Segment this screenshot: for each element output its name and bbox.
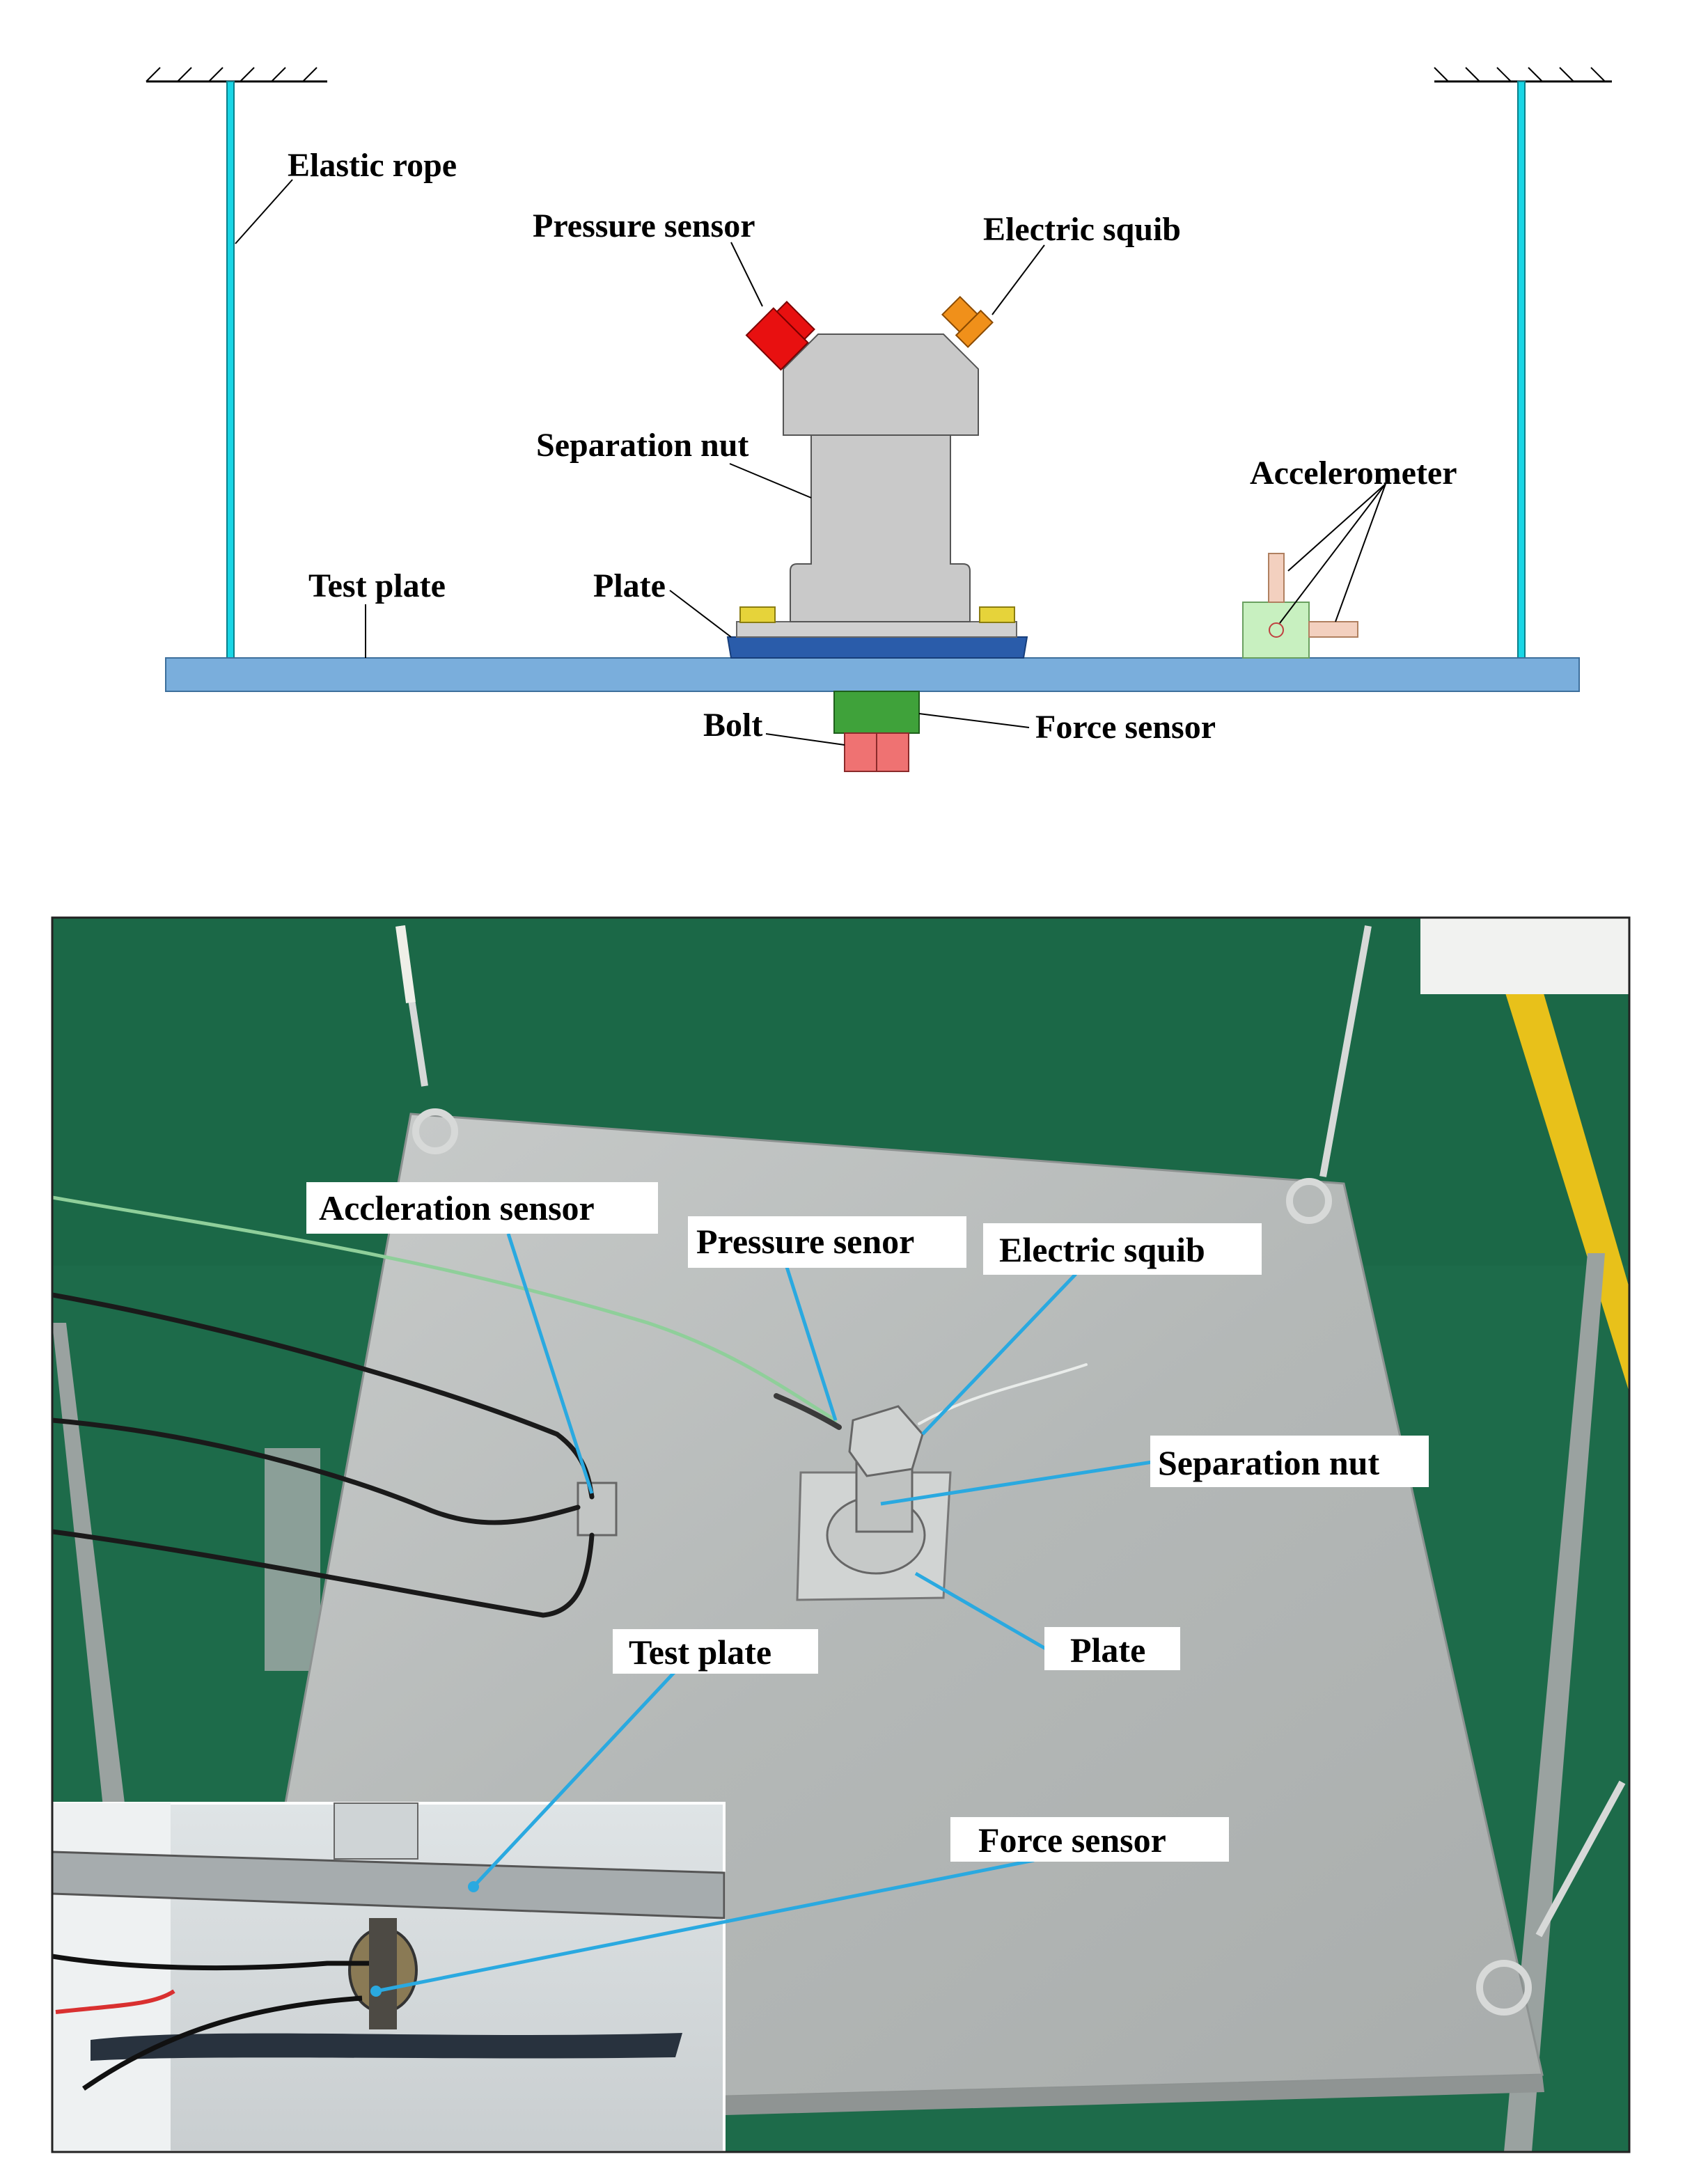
separation-nut-diagram <box>790 434 971 622</box>
label-separation-nut-diagram: Separation nut <box>536 427 749 464</box>
photo-accel-block <box>577 1482 618 1537</box>
test-photo: Accleration sensor Pressure senor Electr… <box>51 916 1631 2153</box>
photo-leader-pressure-sensor <box>785 1266 838 1421</box>
leader-plate <box>669 590 732 638</box>
photo-label-force-sensor: Force sensor <box>978 1821 1166 1860</box>
bolt-head-right <box>979 606 1015 623</box>
bolt-head-left <box>739 606 776 623</box>
elastic-rope-right <box>1517 81 1526 660</box>
pressure-sensor-diagram <box>745 301 815 371</box>
photo-label-separation-nut: Separation nut <box>1158 1443 1379 1482</box>
photo-leader-force-sensor <box>375 1858 1035 1993</box>
label-electric-squib-diagram: Electric squib <box>983 211 1181 248</box>
leader-accelerometer-2 <box>1279 483 1386 624</box>
photo-leader-electric-squib <box>921 1273 1077 1436</box>
frame-bar-right <box>1504 1253 1605 2152</box>
test-plate-diagram <box>165 657 1580 692</box>
leader-elastic-rope <box>235 179 293 244</box>
leader-force-sensor <box>918 713 1030 728</box>
label-plate-diagram: Plate <box>593 567 666 604</box>
ceiling-left <box>146 67 327 83</box>
photo-label-pressure-sensor: Pressure senor <box>696 1222 914 1261</box>
leader-bolt <box>765 733 845 746</box>
photo-leader-acceleration-sensor <box>506 1233 594 1494</box>
label-pressure-sensor-diagram: Pressure sensor <box>533 207 755 244</box>
leader-accelerometer-1 <box>1287 483 1386 572</box>
electric-squib-diagram <box>941 295 994 348</box>
photo-label-plate: Plate <box>1070 1631 1145 1670</box>
photo-label-test-plate: Test plate <box>629 1633 771 1672</box>
photo-leader-plate <box>914 1571 1049 1652</box>
photo-leader-separation-nut <box>880 1460 1153 1506</box>
photo-label-acceleration-sensor: Accleration sensor <box>319 1188 595 1227</box>
flange-diagram <box>736 621 1017 638</box>
leader-accelerometer-3 <box>1335 483 1386 622</box>
elastic-rope-left <box>226 81 235 660</box>
force-sensor-diagram <box>833 691 920 734</box>
photo-label-electric-squib: Electric squib <box>999 1230 1205 1269</box>
label-test-plate-diagram: Test plate <box>308 567 446 604</box>
photo-leader-test-plate <box>472 1666 680 1888</box>
leader-pressure-sensor <box>730 242 763 307</box>
nut-head-diagram <box>783 333 979 437</box>
leader-electric-squib <box>992 244 1045 315</box>
label-bolt: Bolt <box>703 707 762 744</box>
photo-separation-nut <box>796 1405 952 1601</box>
leader-separation-nut <box>729 463 812 498</box>
photo-cables <box>52 1195 1088 1618</box>
label-elastic-rope: Elastic rope <box>288 147 457 184</box>
label-accelerometer: Accelerometer <box>1250 455 1457 492</box>
photo-border <box>51 916 1631 2153</box>
plate-diagram <box>726 636 1028 659</box>
label-force-sensor-diagram: Force sensor <box>1035 709 1216 746</box>
photo-inset <box>52 1802 726 2152</box>
schematic-diagram: Elastic rope Pressure sensor Electric sq… <box>146 67 1612 772</box>
ceiling-right <box>1434 67 1612 83</box>
accelerometer-diagram <box>1242 553 1358 659</box>
